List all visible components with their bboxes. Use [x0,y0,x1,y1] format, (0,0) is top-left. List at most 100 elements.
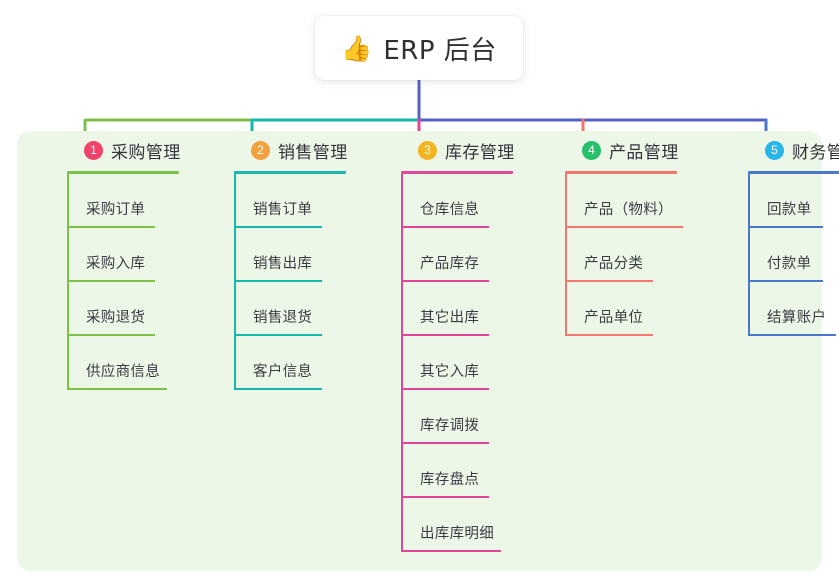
branch-item[interactable]: 采购订单 [67,174,181,228]
branch-item-label: 销售退货 [253,310,313,326]
branch-column-3: 3 库存管理仓库信息产品库存其它出库其它入库库存调拨库存盘点出库库明细 [401,131,515,552]
branch-header-1[interactable]: 1 采购管理 [67,131,181,169]
branch-item[interactable]: 仓库信息 [401,174,515,228]
branch-item[interactable]: 库存盘点 [401,444,515,498]
branch-underline-5 [748,171,839,174]
branch-item[interactable]: 采购退货 [67,282,181,336]
branch-underline-1 [67,171,179,174]
branch-item[interactable]: 采购入库 [67,228,181,282]
branch-item-label: 销售订单 [253,202,313,218]
branch-item[interactable]: 销售出库 [234,228,348,282]
branch-item-underline [401,280,489,282]
branch-title-2: 销售管理 [278,142,348,163]
branch-badge-2: 2 [251,140,270,160]
branch-column-2: 2 销售管理销售订单销售出库销售退货客户信息 [234,131,348,390]
branch-item-label: 产品单位 [584,310,644,326]
branch-item-underline [401,442,489,444]
branch-item-underline [401,226,489,228]
branch-header-5[interactable]: 5 财务管理 [748,131,839,169]
branch-item[interactable]: 其它入库 [401,336,515,390]
branch-item[interactable]: 销售退货 [234,282,348,336]
branch-item[interactable]: 出库库明细 [401,498,515,552]
branch-column-4: 4 产品管理产品（物料） 产品分类产品单位 [565,131,683,336]
branch-item[interactable]: 销售订单 [234,174,348,228]
branch-item-label: 产品库存 [420,256,480,272]
branch-header-2[interactable]: 2 销售管理 [234,131,348,169]
branch-item-label: 其它出库 [420,310,480,326]
branch-columns: 1 采购管理采购订单采购入库采购退货供应商信息 2 销售管理销售订单销售出库销售退货客… [17,131,839,571]
branch-title-4: 产品管理 [609,142,679,163]
branch-item-label: 产品分类 [584,256,644,272]
branch-item-underline [67,280,155,282]
branch-spine-5 [748,174,750,336]
branch-item-label: 库存调拨 [420,418,480,434]
branch-item-underline [565,280,653,282]
branch-item-underline [401,496,489,498]
branch-items-3: 仓库信息产品库存其它出库其它入库库存调拨库存盘点出库库明细 [401,174,515,552]
branch-item[interactable]: 供应商信息 [67,336,181,390]
branch-item[interactable]: 结算账户 [748,282,839,336]
branch-item-label: 仓库信息 [420,202,480,218]
branch-item-label: 销售出库 [253,256,313,272]
branch-item-label: 库存盘点 [420,472,480,488]
branch-item-underline [67,226,155,228]
branch-spine-4 [565,174,567,336]
branch-item-label: 产品（物料） [584,202,673,218]
root-node[interactable]: 👍 ERP 后台 [315,16,523,80]
branch-item-label: 付款单 [767,256,812,272]
branch-item-label: 采购入库 [86,256,146,272]
branch-item-underline [401,388,489,390]
branch-item-underline [67,334,155,336]
branch-item-label: 其它入库 [420,364,480,380]
branch-underline-3 [401,171,513,174]
branch-title-5: 财务管理 [792,142,839,163]
branch-items-1: 采购订单采购入库采购退货供应商信息 [67,174,181,390]
branch-item-label: 出库库明细 [420,526,494,542]
branch-item[interactable]: 付款单 [748,228,839,282]
branch-item-underline [67,388,167,390]
thumbs-up-icon: 👍 [341,33,373,63]
branch-item-underline [565,226,683,228]
branch-item-underline [401,334,489,336]
branch-header-4[interactable]: 4 产品管理 [565,131,679,169]
branch-column-1: 1 采购管理采购订单采购入库采购退货供应商信息 [67,131,181,390]
branch-item-label: 采购订单 [86,202,146,218]
branch-item-underline [234,388,322,390]
branch-title-3: 库存管理 [445,142,515,163]
branch-item-underline [234,280,322,282]
branch-item-underline [234,334,322,336]
branch-badge-5: 5 [765,140,784,160]
branch-column-5: 5 财务管理回款单付款单结算账户 [748,131,839,336]
branch-item[interactable]: 产品分类 [565,228,679,282]
branch-badge-1: 1 [84,140,103,160]
branch-badge-4: 4 [582,140,601,160]
branch-item[interactable]: 产品（物料） [565,174,683,228]
branch-item-label: 回款单 [767,202,812,218]
branch-items-5: 回款单付款单结算账户 [748,174,839,336]
branch-badge-3: 3 [418,140,437,160]
branch-underline-4 [565,171,677,174]
branch-item[interactable]: 库存调拨 [401,390,515,444]
root-node-title: ERP 后台 [383,35,497,66]
branch-spine-1 [67,174,69,390]
branch-item-label: 客户信息 [253,364,313,380]
branch-item-label: 采购退货 [86,310,146,326]
branch-item-underline [748,226,823,228]
branch-item-underline [234,226,322,228]
branch-item[interactable]: 产品库存 [401,228,515,282]
branch-header-3[interactable]: 3 库存管理 [401,131,515,169]
branch-spine-2 [234,174,236,390]
branch-item[interactable]: 产品单位 [565,282,679,336]
branch-item-underline [748,334,836,336]
branch-items-2: 销售订单销售出库销售退货客户信息 [234,174,348,390]
branch-item[interactable]: 客户信息 [234,336,348,390]
branch-items-4: 产品（物料） 产品分类产品单位 [565,174,683,336]
branch-item-underline [748,280,823,282]
branch-spine-3 [401,174,403,552]
branch-title-1: 采购管理 [111,142,181,163]
branch-item[interactable]: 其它出库 [401,282,515,336]
branch-item-label: 结算账户 [767,310,827,326]
branch-item[interactable]: 回款单 [748,174,839,228]
branch-item-underline [565,334,653,336]
